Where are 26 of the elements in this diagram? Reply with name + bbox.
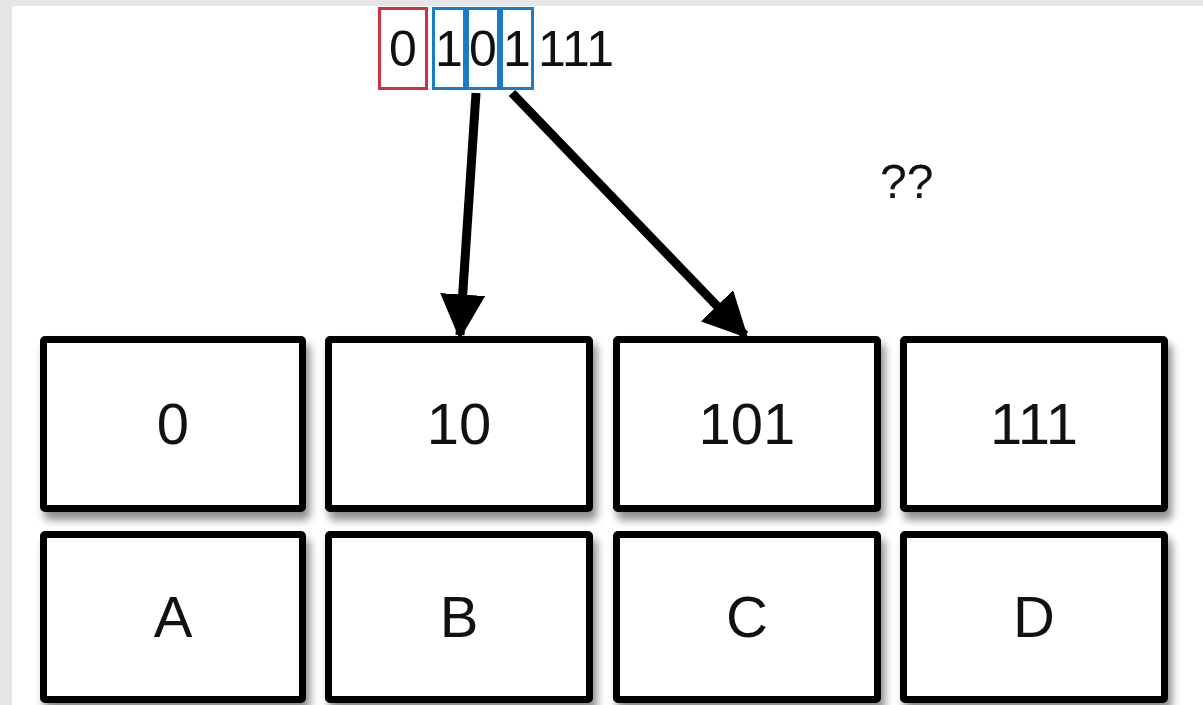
memory-cell bbox=[40, 336, 306, 512]
cell-value: D bbox=[1013, 588, 1055, 646]
cell-value: C bbox=[726, 588, 768, 646]
memory-cell bbox=[40, 531, 306, 703]
memory-cell bbox=[900, 531, 1168, 703]
bit-box bbox=[466, 7, 500, 90]
digit: 0 bbox=[469, 23, 497, 74]
cell-value: B bbox=[439, 588, 479, 646]
memory-cell bbox=[613, 336, 881, 512]
memory-cell bbox=[325, 336, 593, 512]
memory-cell bbox=[325, 531, 593, 703]
question-marks: ?? bbox=[880, 158, 934, 206]
cell-value: 10 bbox=[426, 395, 492, 453]
bit-box bbox=[432, 7, 466, 90]
bit-box bbox=[378, 7, 428, 90]
cell-value: 111 bbox=[989, 395, 1079, 453]
memory-cell bbox=[613, 531, 881, 703]
digit: 0 bbox=[389, 23, 417, 74]
cell-value: 0 bbox=[156, 395, 190, 453]
cell-value: 101 bbox=[698, 395, 796, 453]
memory-cell bbox=[900, 336, 1168, 512]
digit: 1 bbox=[435, 23, 463, 74]
cell-value: A bbox=[153, 588, 193, 646]
bit-string: 111 bbox=[538, 24, 614, 74]
digit: 1 bbox=[503, 23, 531, 74]
bit-box bbox=[500, 7, 534, 90]
